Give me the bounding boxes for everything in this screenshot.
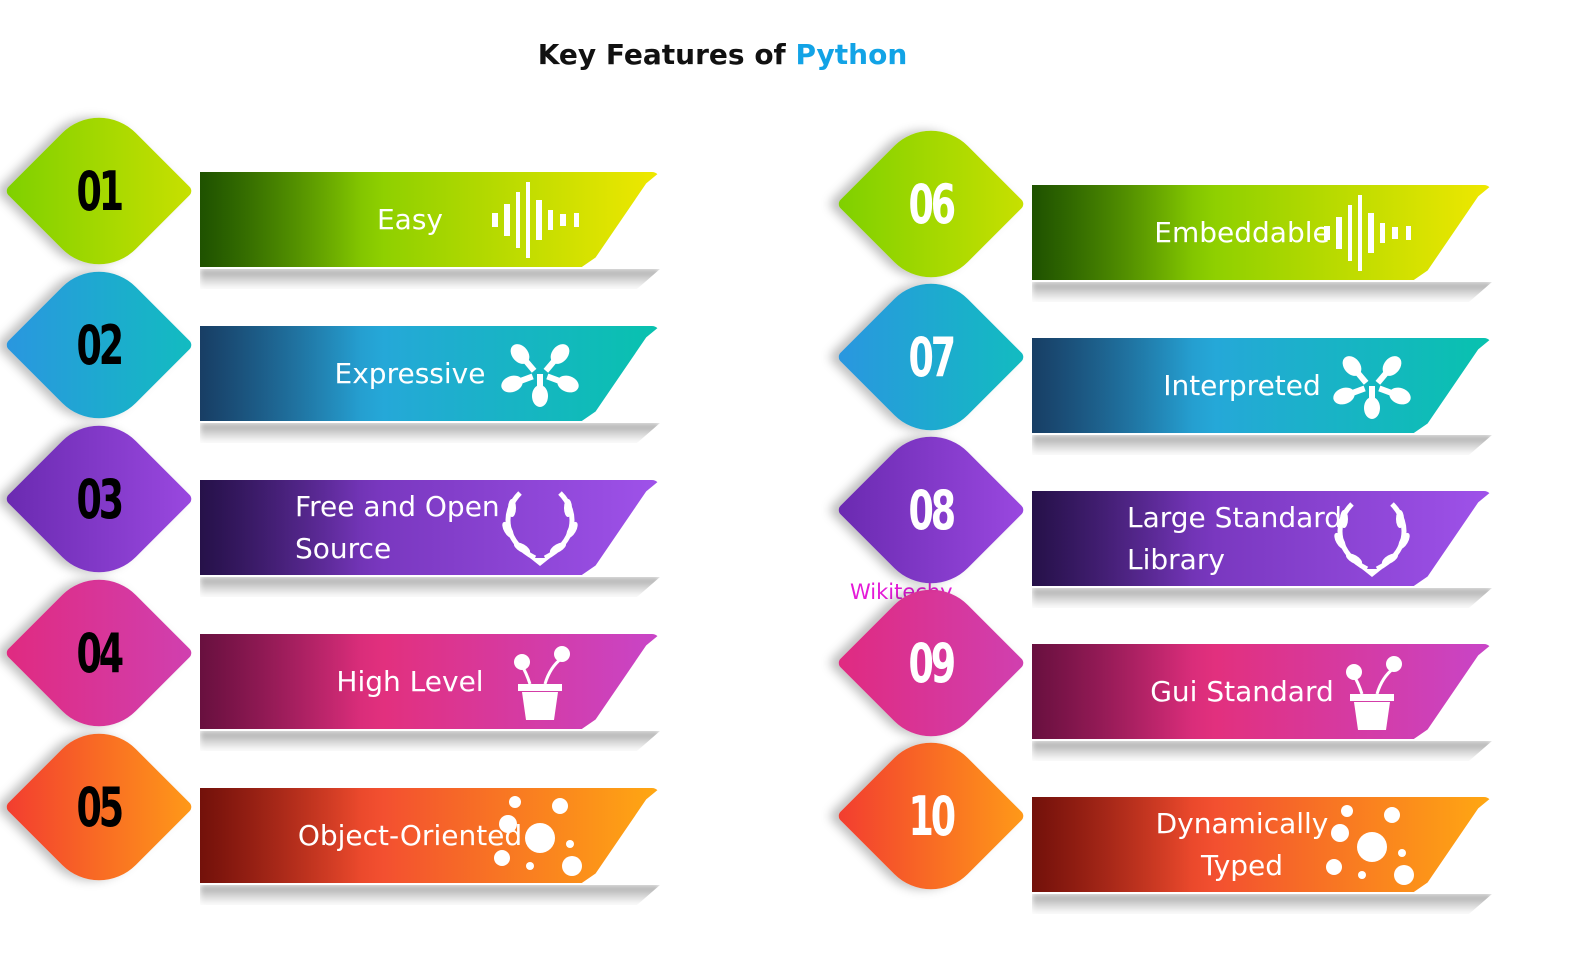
feature-item-08: 08 Large Standard Library [832,415,1492,651]
feature-number: 03 [32,432,166,566]
feature-label: Dynamically Typed [1155,806,1329,882]
band-shadow [1032,282,1492,302]
feature-label: High Level [336,664,484,698]
feature-number-text: 09 [908,631,957,695]
sound-wave-icon [490,180,590,260]
hands-icon [490,334,590,414]
feature-number-text: 01 [76,159,125,223]
feature-number-text: 04 [76,621,125,685]
feature-number-text: 07 [908,325,957,389]
feature-number: 07 [864,290,998,424]
feature-band [200,480,660,575]
laurel-icon [1322,499,1422,579]
sound-wave-icon [1322,193,1422,273]
bubbles-icon [1322,805,1422,885]
feature-band [200,788,660,883]
feature-number-text: 05 [76,775,125,839]
feature-number: 08 [864,443,998,577]
feature-band [1032,491,1492,586]
feature-band [200,326,660,421]
feature-band [1032,797,1492,892]
feature-label: Object-Oriented [297,818,523,852]
band-shadow [200,269,660,289]
feature-label: Gui Standard [1150,674,1334,708]
page-title: Key Features of Python [0,38,1445,71]
band-shadow [1032,741,1492,761]
feature-band [1032,644,1492,739]
feature-number: 10 [864,749,998,883]
title-highlight: Python [795,38,908,71]
flower-pot-icon [1322,652,1422,732]
feature-number: 05 [32,740,166,874]
feature-number-text: 06 [908,172,957,236]
feature-number: 01 [32,124,166,258]
feature-band [200,634,660,729]
feature-label: Expressive [334,356,486,390]
band-shadow [1032,435,1492,455]
feature-number-text: 10 [908,784,957,848]
feature-number-text: 08 [908,478,957,542]
feature-band [1032,185,1492,280]
feature-label: Free and Open Source [295,489,500,565]
hands-icon [1322,346,1422,426]
band-shadow [200,731,660,751]
band-shadow [200,423,660,443]
feature-number-text: 02 [76,313,125,377]
feature-number: 09 [864,596,998,730]
feature-band [1032,338,1492,433]
feature-band [200,172,660,267]
band-shadow [200,577,660,597]
title-prefix: Key Features of [537,38,786,71]
feature-label: Interpreted [1163,368,1321,402]
feature-label: Easy [376,202,443,236]
band-shadow [1032,894,1492,914]
bubbles-icon [490,796,590,876]
feature-number: 02 [32,278,166,412]
flower-pot-icon [490,642,590,722]
band-shadow [200,885,660,905]
feature-number: 06 [864,137,998,271]
feature-number: 04 [32,586,166,720]
laurel-icon [490,488,590,568]
feature-label: Large Standard Library [1127,500,1343,576]
feature-item-10: 10 Dynamically Typed [832,721,1492,957]
feature-item-03: 03 Free and Open Source [0,404,660,640]
feature-number-text: 03 [76,467,125,531]
band-shadow [1032,588,1492,608]
feature-label: Embeddable [1154,215,1330,249]
